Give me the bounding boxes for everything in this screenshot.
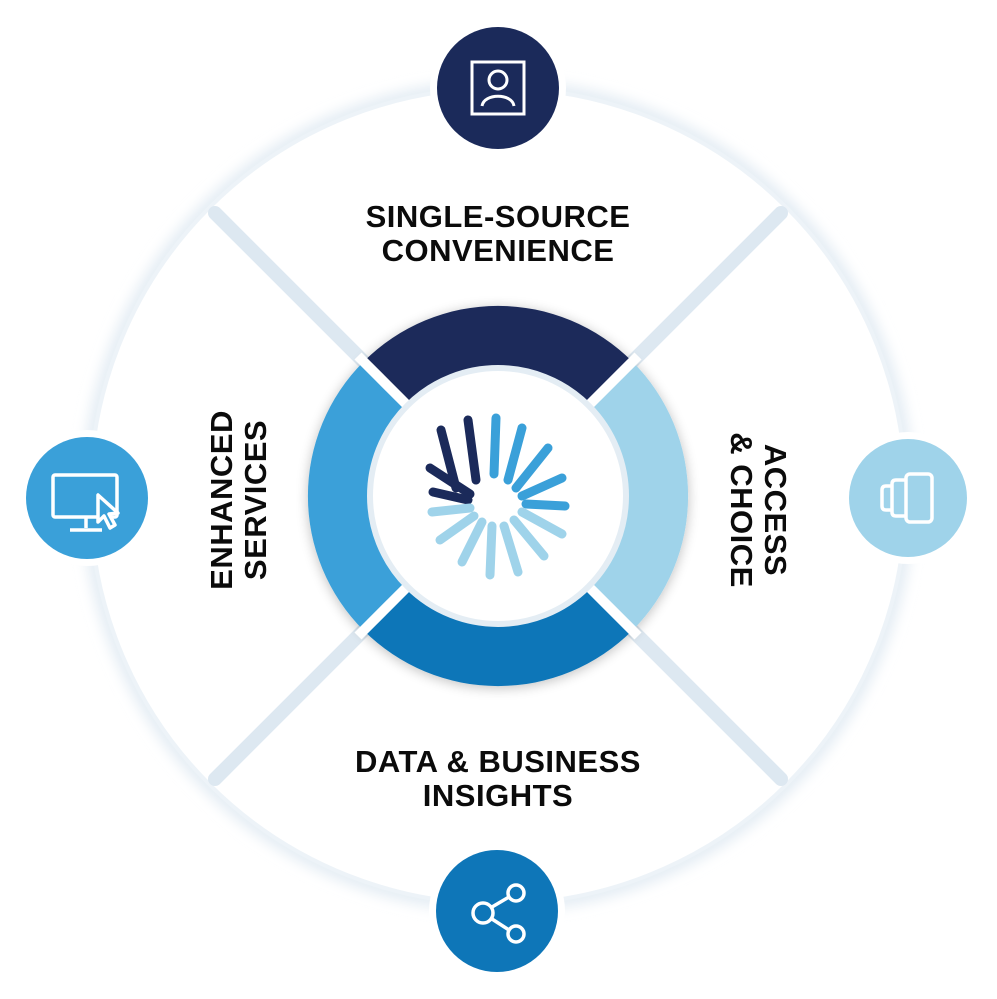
label-access-choice: ACCESS & CHOICE [724, 310, 793, 710]
top-icon-badge [430, 20, 566, 156]
label-line: SINGLE-SOURCE [365, 199, 631, 234]
label-line: DATA & BUSINESS [355, 744, 641, 779]
center-ring [307, 305, 689, 687]
ring-gaps [354, 352, 642, 640]
burst-logo-icon [425, 413, 570, 580]
right-icon-badge [842, 432, 974, 564]
ring-segment-top [363, 305, 633, 406]
ring-segment-bottom [363, 586, 633, 687]
center-disc [367, 365, 629, 627]
label-line: ENHANCED [204, 410, 239, 590]
label-data-business-insights: DATA & BUSINESS INSIGHTS [298, 745, 698, 813]
label-line: SERVICES [238, 419, 273, 581]
ring-segment-left [307, 361, 408, 631]
user-portrait-icon [470, 60, 526, 116]
label-line: INSIGHTS [422, 778, 574, 813]
ring-segment-right [588, 361, 689, 631]
bottom-icon-badge [429, 843, 565, 979]
cards-stack-icon [880, 472, 934, 524]
share-nodes-icon [471, 883, 526, 944]
label-single-source-convenience: SINGLE-SOURCE CONVENIENCE [298, 200, 698, 268]
monitor-cursor-icon [51, 473, 120, 532]
label-line: ACCESS [758, 443, 793, 577]
left-icon-badge [19, 430, 155, 566]
label-line: CONVENIENCE [381, 233, 615, 268]
label-line: & CHOICE [724, 432, 759, 588]
label-enhanced-services: ENHANCED SERVICES [204, 300, 273, 700]
